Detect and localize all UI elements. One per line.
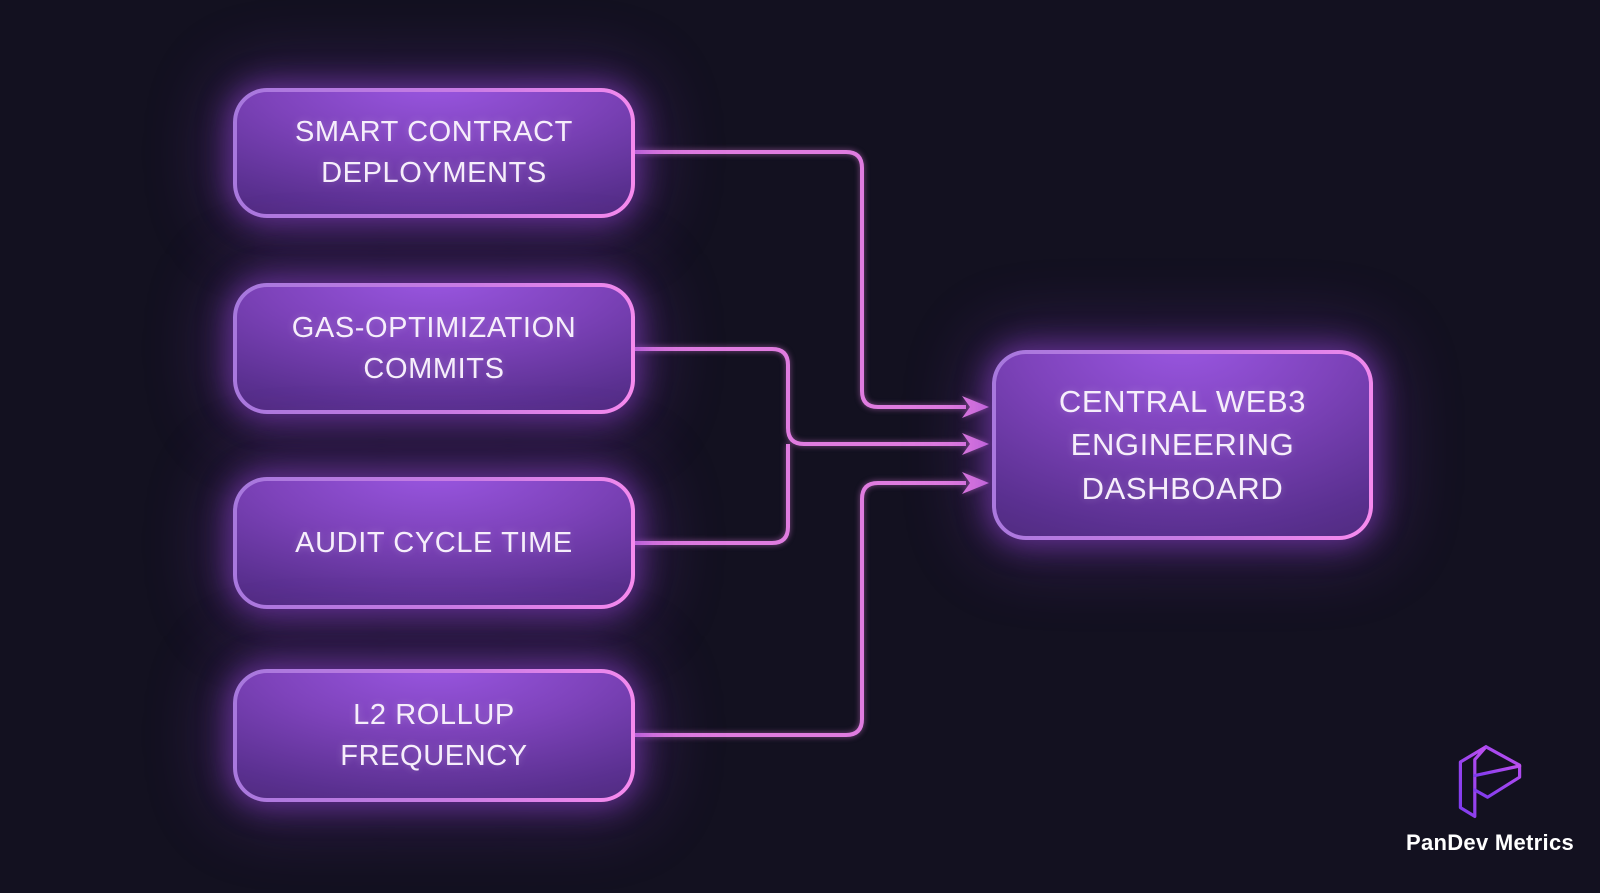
arrowhead-icon bbox=[962, 396, 989, 418]
edge-audit-cycle-to-dashboard bbox=[635, 444, 790, 545]
node-label: GAS-OPTIMIZATION COMMITS bbox=[291, 311, 577, 385]
edge-l2-rollup-to-dashboard bbox=[635, 481, 966, 737]
node-gas-optimization-commits: GAS-OPTIMIZATION COMMITS bbox=[233, 283, 635, 414]
edge-smart-contract-to-dashboard bbox=[635, 150, 966, 409]
node-label: AUDIT CYCLE TIME bbox=[295, 526, 573, 559]
arrowhead-icon bbox=[962, 472, 989, 494]
node-label: L2 ROLLUP FREQUENCY bbox=[340, 698, 528, 772]
node-body: L2 ROLLUP FREQUENCY bbox=[237, 673, 631, 798]
node-label: SMART CONTRACT DEPLOYMENTS bbox=[294, 116, 573, 189]
node-body: GAS-OPTIMIZATION COMMITS bbox=[237, 287, 631, 410]
node-body: CENTRAL WEB3 ENGINEERING DASHBOARD bbox=[996, 354, 1369, 536]
node-audit-cycle-time: AUDIT CYCLE TIME bbox=[233, 477, 635, 609]
brand-name: PanDev Metrics bbox=[1405, 830, 1575, 855]
node-label: CENTRAL WEB3 ENGINEERING DASHBOARD bbox=[1058, 383, 1307, 506]
pandev-logo-icon bbox=[1458, 745, 1522, 818]
node-l2-rollup-frequency: L2 ROLLUP FREQUENCY bbox=[233, 669, 635, 802]
node-central-web3-dashboard: CENTRAL WEB3 ENGINEERING DASHBOARD bbox=[992, 350, 1373, 540]
edge-gas-optimization-to-dashboard bbox=[635, 347, 966, 446]
node-body: AUDIT CYCLE TIME bbox=[237, 481, 631, 605]
node-smart-contract-deployments: SMART CONTRACT DEPLOYMENTS bbox=[233, 88, 635, 218]
arrowhead-icon bbox=[962, 433, 989, 455]
node-body: SMART CONTRACT DEPLOYMENTS bbox=[237, 92, 631, 214]
brand-block: PanDev Metrics bbox=[1390, 740, 1590, 856]
